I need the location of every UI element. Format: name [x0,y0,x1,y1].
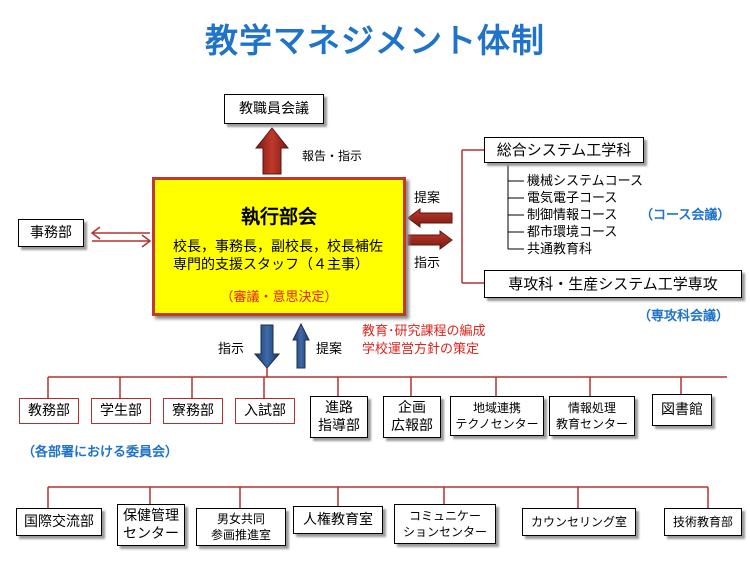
dept-label: コミュニケー [408,509,481,523]
left-arrow-icon [407,208,453,228]
dept-planning-pr: 企画 広報部 [383,396,441,438]
course-item: 共通教育科 [527,242,593,257]
policy-note-line-2: 学校運営方針の策定 [362,342,480,357]
down-arrow-icon [253,324,281,369]
members-line-2: 専門的支援スタッフ（４主事） [173,257,369,273]
report-instruction-label: 報告・指示 [302,149,363,163]
middle-instruction-label: 指示 [218,342,245,357]
executive-role: （審議・意思決定） [220,290,338,305]
policy-note: 教育･研究課程の編成 学校運営方針の策定 [362,323,486,359]
dept-label: 図書館 [661,402,703,418]
course-item: 制御情報コース [527,208,618,223]
right-instruction-label: 指示 [414,256,441,271]
advanced-meeting-label: （専攻科会議） [638,309,730,324]
dept-label: テクノセンター [455,417,539,431]
dept-label: 保健管理 [123,508,179,524]
dept-label: 進路 [325,400,353,416]
executive-members: 校長，事務長，副校長，校長補佐 専門的支援スタッフ（４主事） [173,238,383,274]
dept-student-affairs: 学生部 [91,398,151,424]
dept-career-guidance: 進路 指導部 [310,396,368,438]
systems-dept-label: 総合システム工学科 [496,141,632,159]
faculty-meeting-label: 教職員会議 [239,101,309,117]
committees-label: （各部署における委員会） [22,445,179,460]
dept-label: 広報部 [391,418,433,434]
dept-label: 入試部 [244,403,286,419]
dept-label: 寮務部 [172,403,214,419]
dept-label: 学生部 [100,403,142,419]
dept-label: 国際交流部 [24,514,94,530]
dept-academic-affairs: 教務部 [19,398,79,424]
dept-international: 国際交流部 [16,508,102,536]
course-item: 機械システムコース [527,174,643,189]
dept-label: 教務部 [28,403,70,419]
dept-dormitory: 寮務部 [163,398,223,424]
dept-communication-center: コミュニケー ションセンター [394,504,496,544]
dept-gender-equality: 男女共同 参画推進室 [196,508,286,546]
systems-dept-box: 総合システム工学科 [484,137,644,163]
middle-proposal-label: 提案 [316,342,343,357]
faculty-meeting-box: 教職員会議 [224,94,324,124]
dept-label: センター [123,526,179,542]
right-arrow-icon [407,230,453,250]
office-label: 事務部 [30,225,72,241]
dept-label: 人権教育室 [303,512,373,528]
dept-health-center: 保健管理 センター [117,504,185,546]
members-line-1: 校長，事務長，副校長，校長補佐 [173,239,383,255]
right-proposal-label: 提案 [414,191,441,206]
dept-label: 企画 [398,400,426,416]
up-arrow-icon [254,127,290,175]
course-list: 機械システムコース 電気電子コース 制御情報コース 都市環境コース 共通教育科 [527,173,643,258]
dept-library: 図書館 [652,394,712,426]
course-item: 都市環境コース [527,225,618,240]
dept-info-education-center: 情報処理 教育センター [549,396,635,436]
dept-counseling: カウンセリング室 [522,508,636,536]
dept-label: 地域連携 [472,401,521,415]
dept-label: 情報処理 [567,401,616,415]
dept-label: ションセンター [402,525,487,539]
dept-human-rights: 人権教育室 [293,506,383,534]
executive-title: 執行部会 [240,206,317,228]
dept-label: 技術教育部 [672,515,733,529]
dept-label: 参画推進室 [210,528,271,542]
dept-regional-tech-center: 地域連携 テクノセンター [450,396,544,436]
dept-label: カウンセリング室 [530,515,627,529]
advanced-dept-box: 専攻科・生産システム工学専攻 [484,270,742,298]
up-arrow-small-icon [292,322,310,369]
policy-note-line-1: 教育･研究課程の編成 [362,324,486,339]
course-item: 電気電子コース [527,191,618,206]
course-meeting-label: （コース会議） [640,208,731,223]
dept-admissions: 入試部 [235,398,295,424]
executive-committee-box: 執行部会 校長，事務長，副校長，校長補佐 専門的支援スタッフ（４主事） （審議・… [152,177,406,316]
office-box: 事務部 [18,219,84,247]
dept-technical-education: 技術教育部 [664,508,742,536]
dept-label: 指導部 [318,418,360,434]
dept-label: 教育センター [555,417,628,431]
page-title: 教学マネジメント体制 [205,21,545,60]
dept-label: 男女共同 [216,512,265,526]
advanced-dept-label: 専攻科・生産システム工学専攻 [508,275,718,293]
